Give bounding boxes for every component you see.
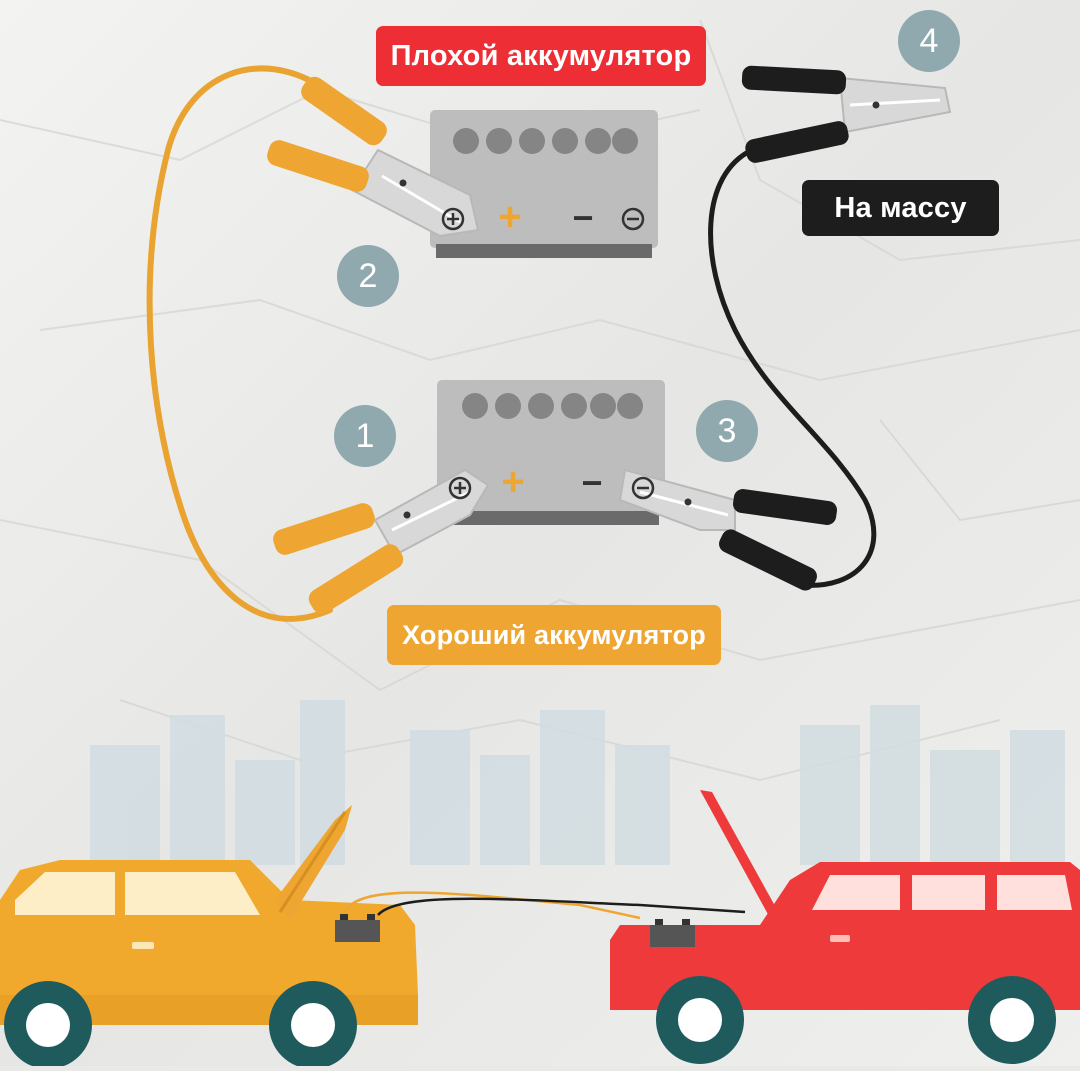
good-battery-positive-terminal-icon xyxy=(448,476,472,500)
step-4-badge: 4 xyxy=(898,10,960,72)
ground-label: На массу xyxy=(802,180,999,236)
bad-battery-minus: − xyxy=(572,197,593,238)
bad-battery-cells xyxy=(453,128,638,154)
good-battery-label: Хороший аккумулятор xyxy=(387,605,721,665)
bad-battery-plus: + xyxy=(498,195,521,239)
step-3-badge: 3 xyxy=(696,400,758,462)
good-battery-minus: − xyxy=(581,462,602,503)
black-cable xyxy=(708,147,877,588)
bad-battery: + − xyxy=(430,110,658,258)
bad-battery-label: Плохой аккумулятор xyxy=(376,26,706,86)
good-battery-negative-terminal-icon xyxy=(631,476,655,500)
mini-orange-cable xyxy=(343,891,641,920)
step-1-badge: 1 xyxy=(334,405,396,467)
yellow-car xyxy=(0,805,418,1069)
orange-clamp-bad-battery xyxy=(267,76,480,238)
good-battery: + − xyxy=(437,380,665,525)
engine-battery-yellow xyxy=(335,914,380,942)
black-clamp-ground xyxy=(741,65,952,163)
good-battery-cells xyxy=(462,393,643,419)
city-skyline xyxy=(90,700,1065,865)
black-clamp-good-battery xyxy=(618,468,837,591)
engine-battery-red xyxy=(650,919,695,947)
bad-battery-negative-terminal-icon xyxy=(621,207,645,231)
red-car xyxy=(610,790,1080,1064)
orange-clamp-good-battery xyxy=(273,468,490,614)
step-2-badge: 2 xyxy=(337,245,399,307)
good-battery-plus: + xyxy=(501,460,524,504)
bad-battery-positive-terminal-icon xyxy=(441,207,465,231)
orange-cable xyxy=(146,65,333,622)
mini-black-cable xyxy=(377,897,746,916)
